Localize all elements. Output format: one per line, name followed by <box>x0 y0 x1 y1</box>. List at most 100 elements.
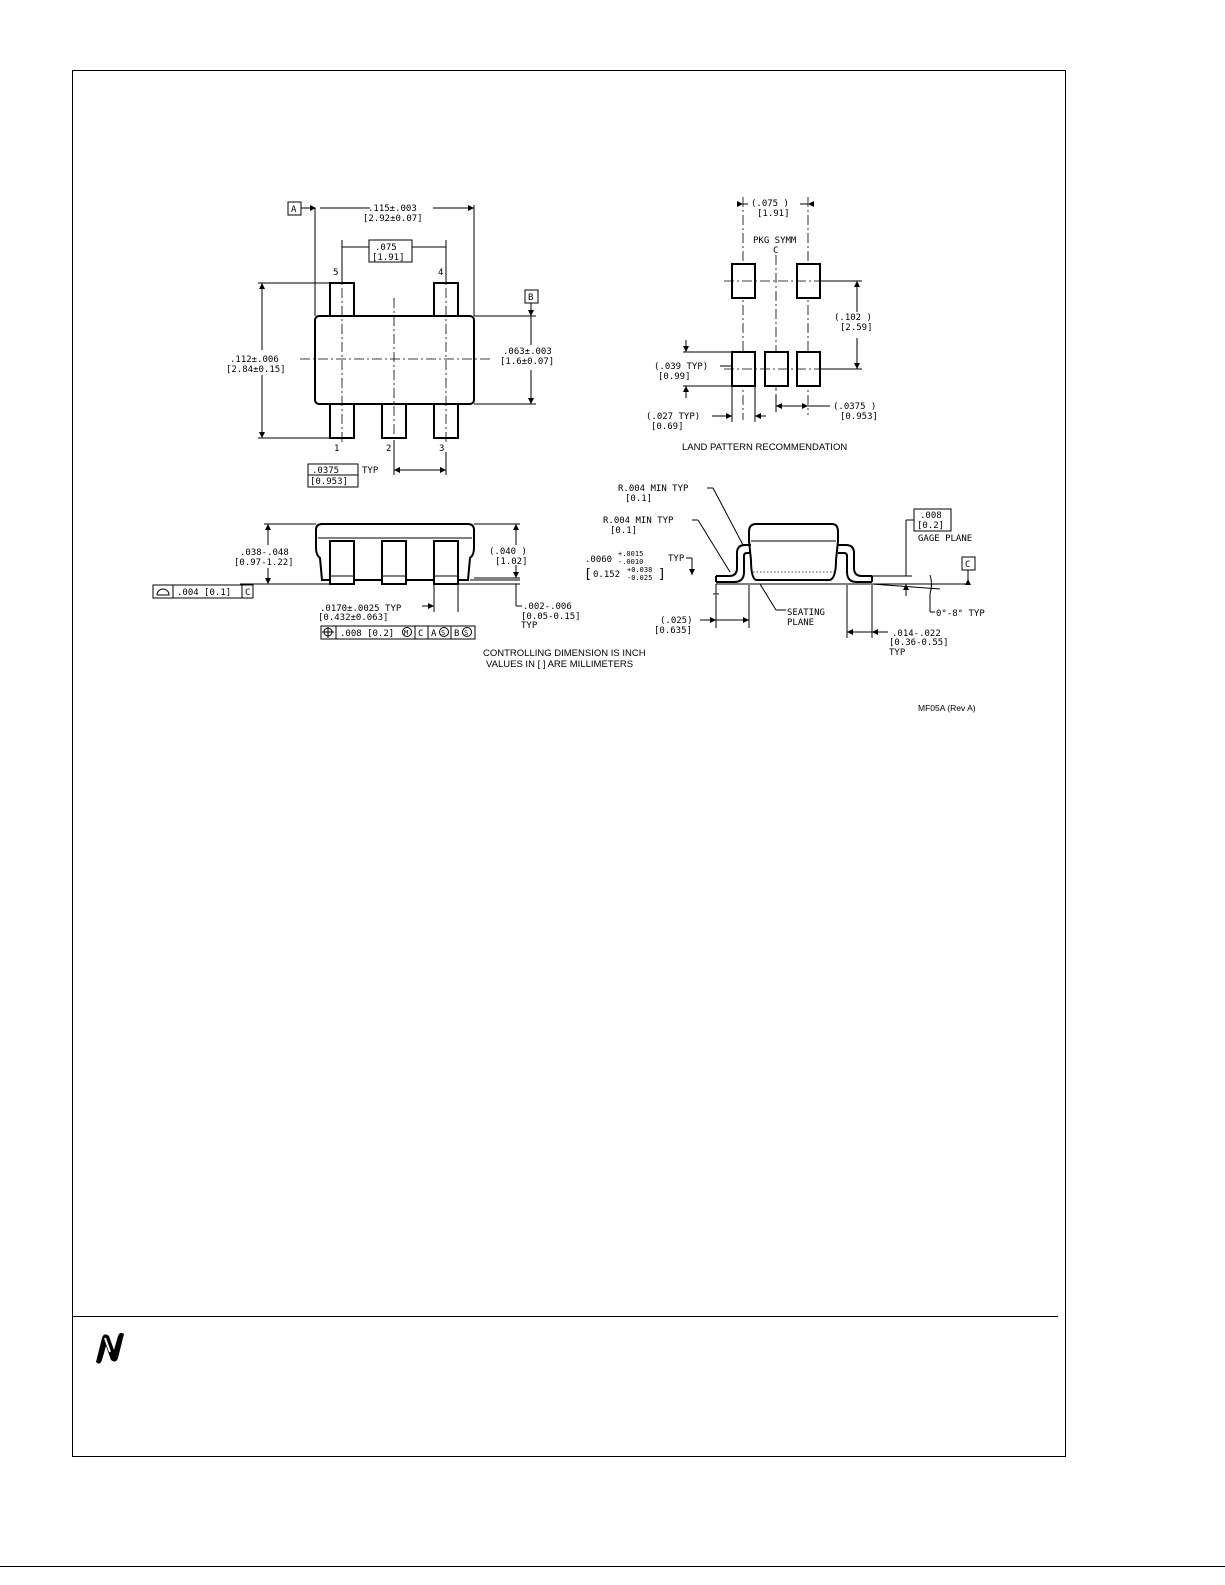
position-datum-c: C <box>418 629 423 639</box>
foot-in: (.025) <box>660 616 693 626</box>
standoff-typ: TYP <box>521 621 538 631</box>
pin-2-label: 2 <box>386 444 391 454</box>
thick-mm: 0.152 <box>593 570 620 580</box>
datum-c-label: C <box>965 560 970 570</box>
height-mm: [0.97-1.22] <box>234 558 294 568</box>
lp-padlen-mm: [0.99] <box>658 372 691 382</box>
tip-typ: TYP <box>889 648 906 658</box>
lp-padw-mm: [0.69] <box>651 422 684 432</box>
pin-4-label: 4 <box>438 268 443 278</box>
position-datum-a: A <box>431 629 437 639</box>
lead-width-mm: [0.432±0.063] <box>318 613 388 623</box>
position-value: .008 [0.2] <box>340 629 394 639</box>
page-frame <box>72 70 1066 1457</box>
bottom-rule <box>0 1566 1225 1567</box>
gull-wing-lead-left <box>716 544 751 577</box>
position-frame <box>320 625 476 640</box>
tip-mm: [0.36-0.55] <box>889 638 949 648</box>
thick-mm-tol-plus: +0.038 <box>627 566 652 574</box>
r2-mm: [0.1] <box>610 526 637 536</box>
svg-text:M: M <box>404 629 408 637</box>
datum-b-label: B <box>528 293 533 303</box>
thick-in-tol-minus: -.0010 <box>618 558 643 566</box>
company-logo-icon <box>96 1332 124 1364</box>
lp-padlen-in: (.039 TYP) <box>654 362 708 372</box>
pitch-in: .075 <box>375 243 397 253</box>
flatness-symbol-icon <box>156 588 170 596</box>
mmc-icon <box>402 627 412 637</box>
foot-mm: [0.635] <box>654 626 692 636</box>
r1-in: R.004 MIN TYP <box>618 484 689 494</box>
pkg-symm-label: PKG SYMM <box>753 236 797 246</box>
note-line-1: CONTROLLING DIMENSION IS INCH <box>483 648 646 659</box>
lead-pitch-typ: TYP <box>362 466 379 476</box>
drawing-id: MF05A (Rev A) <box>918 703 976 713</box>
body-height-in: (.040 ) <box>489 547 527 557</box>
rfs-icon-a <box>439 627 449 637</box>
land-pattern-view: (.075 ) [1.91] PKG SYMM C (.102 ) [2.59]… <box>646 197 878 453</box>
standoff-in: .002-.006 <box>523 602 572 612</box>
lp-span-mm: [2.59] <box>840 323 873 333</box>
rfs-icon-b <box>462 627 472 637</box>
angle-arc <box>929 574 932 595</box>
svg-text:[: [ <box>584 567 592 582</box>
standoff-mm: [0.05-0.15] <box>521 612 581 622</box>
r2-in: R.004 MIN TYP <box>603 516 674 526</box>
lead-width-in: .0170±.0025 TYP <box>320 604 402 614</box>
pin-1-label: 1 <box>334 444 339 454</box>
pitch-mm: [1.91] <box>372 253 405 263</box>
body-width-in: .063±.003 <box>503 347 552 357</box>
length-in: .112±.006 <box>230 355 279 365</box>
thick-typ: TYP <box>668 554 685 564</box>
height-in: .038-.048 <box>240 548 289 558</box>
seating-label-2: PLANE <box>787 618 814 628</box>
side-view: .038-.048 [0.97-1.22] (.040 ) [1.02] .00… <box>152 523 581 640</box>
width-mm: [2.92±0.07] <box>363 214 423 224</box>
thick-in: .0060 <box>585 555 612 565</box>
datum-a-label: A <box>291 205 297 215</box>
lp-pitch-mm: [1.91] <box>757 209 790 219</box>
footer-rule <box>72 1316 1058 1317</box>
svg-text:]: ] <box>658 567 666 582</box>
pin-5-label: 5 <box>333 268 338 278</box>
svg-text:S: S <box>464 629 468 637</box>
gage-mm: [0.2] <box>917 521 944 531</box>
body-width-mm: [1.6±0.07] <box>500 357 554 367</box>
position-datum-b: B <box>454 629 459 639</box>
flatness-value: .004 [0.1] <box>177 588 231 598</box>
lp-span-in: (.102 ) <box>834 313 872 323</box>
gage-in: .008 <box>920 511 942 521</box>
centerline-symbol: C <box>773 246 778 256</box>
lead-pitch-in: .0375 <box>312 466 339 476</box>
angle-label: 0°-8° TYP <box>936 609 985 619</box>
flatness-datum: C <box>245 588 250 598</box>
lp-pitch-in: (.075 ) <box>751 199 789 209</box>
side-lead-1 <box>329 540 355 585</box>
side-lead-2 <box>381 540 407 585</box>
body-height-mm: [1.02] <box>495 557 528 567</box>
end-view: C R.004 MIN TYP [0.1] R.004 MIN TYP [0.1… <box>584 484 985 658</box>
gull-wing-lead-right <box>838 544 872 577</box>
lp-padpitch-mm: [0.953] <box>840 412 878 422</box>
thick-mm-tol-minus: -0.025 <box>627 574 652 582</box>
pitch-basic-box <box>368 239 413 263</box>
pin-3-label: 3 <box>439 444 444 454</box>
lp-padpitch-in: (.0375 ) <box>833 402 876 412</box>
lead-pitch-mm: [0.953] <box>310 477 348 487</box>
length-mm: [2.84±0.15] <box>226 365 286 375</box>
side-lead-3 <box>433 540 459 585</box>
flatness-frame <box>152 584 254 599</box>
note-line-2: VALUES IN [ ] ARE MILLIMETERS <box>486 659 633 670</box>
gage-plane-label: GAGE PLANE <box>918 534 972 544</box>
tip-in: .014-.022 <box>892 629 941 639</box>
svg-text:S: S <box>441 629 445 637</box>
r1-mm: [0.1] <box>625 494 652 504</box>
width-in: .115±.003 <box>368 204 417 214</box>
thick-in-tol-plus: +.0015 <box>618 550 643 558</box>
package-body-end <box>748 523 839 581</box>
seating-label-1: SEATING <box>787 608 825 618</box>
top-view: A .115±.003 [2.92±0.07] .075 [1.91] 5 4 … <box>226 201 554 488</box>
land-pattern-caption: LAND PATTERN RECOMMENDATION <box>682 442 847 453</box>
lp-padw-in: (.027 TYP) <box>646 412 700 422</box>
